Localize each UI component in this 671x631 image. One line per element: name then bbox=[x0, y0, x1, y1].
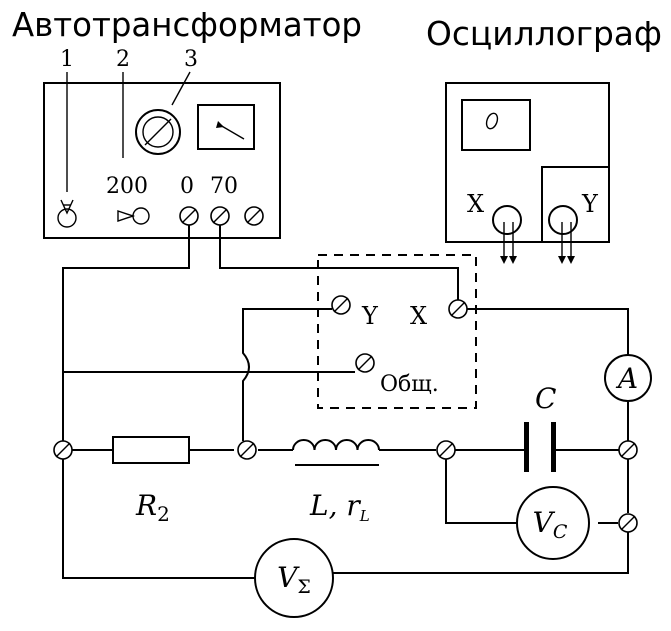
junction-x-label: X bbox=[410, 302, 427, 330]
resistor-r2 bbox=[112, 436, 190, 464]
dial-indicator-icon bbox=[197, 104, 255, 150]
svg-text:VC: VC bbox=[533, 506, 568, 543]
voltmeter-v-sigma: VΣ bbox=[254, 538, 334, 618]
terminal-0-label: 0 bbox=[180, 174, 194, 199]
oscilloscope-y-panel bbox=[541, 166, 608, 242]
oscilloscope-y-input[interactable] bbox=[548, 205, 578, 264]
oscilloscope-title: Осциллограф bbox=[426, 14, 662, 53]
capacitor-c bbox=[524, 422, 556, 472]
junction-y-label: Y bbox=[361, 302, 379, 330]
callout-3-line bbox=[171, 71, 191, 106]
fuse-icon bbox=[57, 199, 77, 228]
autotransformer-title: Автотрансформатор bbox=[12, 5, 362, 44]
callout-3-label: 3 bbox=[184, 47, 198, 72]
autotransformer-box bbox=[43, 82, 281, 239]
svg-text:A: A bbox=[615, 362, 638, 395]
autotransformer-terminal-extra[interactable] bbox=[244, 206, 264, 226]
inductor-label: L, rL bbox=[309, 489, 370, 525]
node-terminal-5[interactable] bbox=[618, 513, 638, 533]
junction-terminal-y[interactable] bbox=[331, 295, 351, 315]
oscilloscope-x-label: X bbox=[467, 190, 484, 218]
power-switch-icon bbox=[135, 109, 181, 155]
capacitor-label: C bbox=[535, 382, 556, 415]
oscilloscope-y-label: Y bbox=[581, 190, 599, 218]
wiring bbox=[62, 225, 629, 579]
junction-terminal-common[interactable] bbox=[355, 353, 375, 373]
lissajous-trace-icon bbox=[485, 112, 499, 130]
oscilloscope-box bbox=[445, 82, 610, 243]
node-terminal-2[interactable] bbox=[237, 440, 257, 460]
resistor-label: R2 bbox=[135, 489, 170, 526]
ammeter: A bbox=[604, 354, 652, 402]
svg-text:VΣ: VΣ bbox=[277, 561, 311, 598]
voltage-200-label: 200 bbox=[106, 174, 148, 199]
junction-terminal-x[interactable] bbox=[448, 299, 468, 319]
junction-common-label: Общ. bbox=[380, 372, 439, 397]
node-terminal-3[interactable] bbox=[436, 440, 456, 460]
callout-1-label: 1 bbox=[60, 47, 74, 72]
voltmeter-vc: VC bbox=[516, 486, 590, 560]
oscilloscope-screen bbox=[461, 99, 531, 151]
terminal-70-label: 70 bbox=[210, 174, 238, 199]
callout-2-label: 2 bbox=[116, 47, 130, 72]
node-terminal-1[interactable] bbox=[53, 440, 73, 460]
junction-box bbox=[317, 254, 477, 409]
oscilloscope-x-input[interactable] bbox=[492, 205, 522, 264]
autotransformer-terminal-70[interactable] bbox=[210, 206, 230, 226]
autotransformer-terminal-0[interactable] bbox=[179, 206, 199, 226]
inductor-coil bbox=[292, 439, 380, 466]
node-terminal-4[interactable] bbox=[618, 440, 638, 460]
plug-socket-icon bbox=[117, 207, 150, 225]
